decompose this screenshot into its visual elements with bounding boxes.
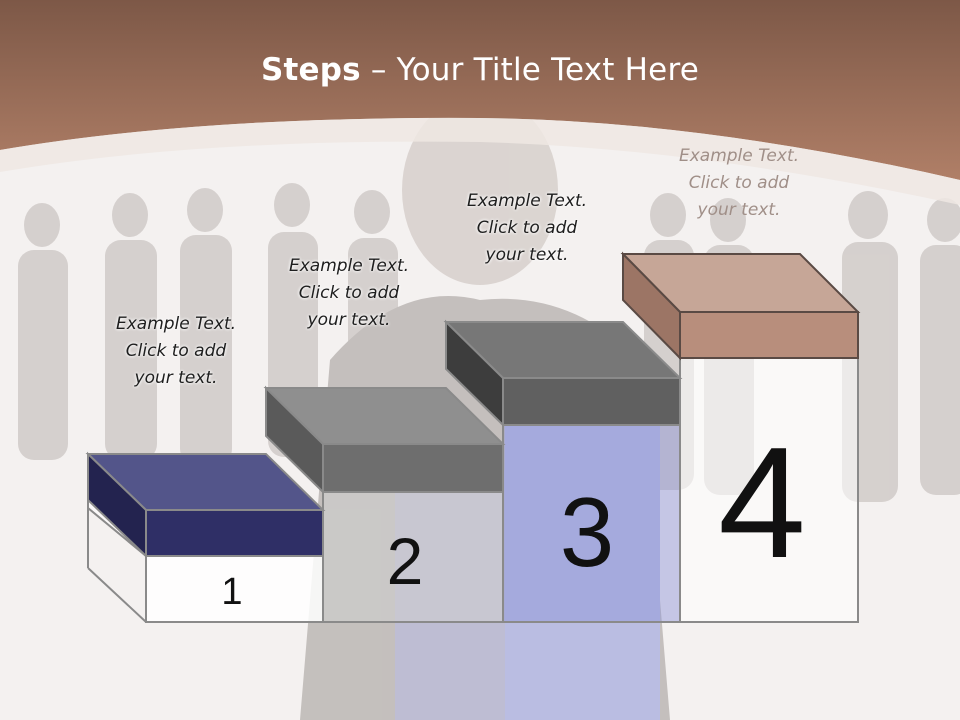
slide-title[interactable]: Steps – Your Title Text Here bbox=[0, 52, 960, 88]
step-2-caption[interactable]: Example Text. Click to add your text. bbox=[259, 253, 439, 334]
step-4-caption[interactable]: Example Text. Click to add your text. bbox=[649, 143, 829, 224]
step-4-number: 4 bbox=[718, 415, 806, 591]
step-3-lid[interactable] bbox=[443, 319, 683, 428]
header-swoosh bbox=[0, 117, 960, 205]
step-4-caption-line: Click to add bbox=[688, 173, 790, 193]
step-1-caption-line: your text. bbox=[134, 368, 218, 388]
step-1-caption-line: Click to add bbox=[125, 341, 227, 361]
step-2-caption-line: Example Text. bbox=[288, 256, 410, 276]
step-2-column bbox=[322, 491, 504, 623]
title-bold: Steps bbox=[260, 52, 361, 88]
step-2-lid[interactable] bbox=[263, 385, 506, 495]
header-band bbox=[0, 0, 960, 180]
title-rest: – Your Title Text Here bbox=[360, 52, 699, 88]
step-1-number: 1 bbox=[221, 571, 242, 613]
step-2-caption-line: your text. bbox=[307, 310, 391, 330]
step-3-caption-line: Click to add bbox=[476, 218, 578, 238]
step-4-caption-line: your text. bbox=[697, 200, 781, 220]
step-4-lid[interactable] bbox=[620, 251, 861, 361]
step-1-caption[interactable]: Example Text. Click to add your text. bbox=[86, 311, 266, 392]
step-1-caption-line: Example Text. bbox=[115, 314, 237, 334]
step-2-caption-line: Click to add bbox=[298, 283, 400, 303]
step-3-caption-line: your text. bbox=[485, 245, 569, 265]
step-3-caption[interactable]: Example Text. Click to add your text. bbox=[437, 188, 617, 269]
step-3-number: 3 bbox=[560, 477, 615, 587]
step-3-column bbox=[502, 424, 681, 623]
step-4-caption-line: Example Text. bbox=[678, 146, 800, 166]
step-3-caption-line: Example Text. bbox=[466, 191, 588, 211]
step-2-number: 2 bbox=[387, 524, 424, 598]
step-1-lid[interactable] bbox=[85, 451, 326, 559]
